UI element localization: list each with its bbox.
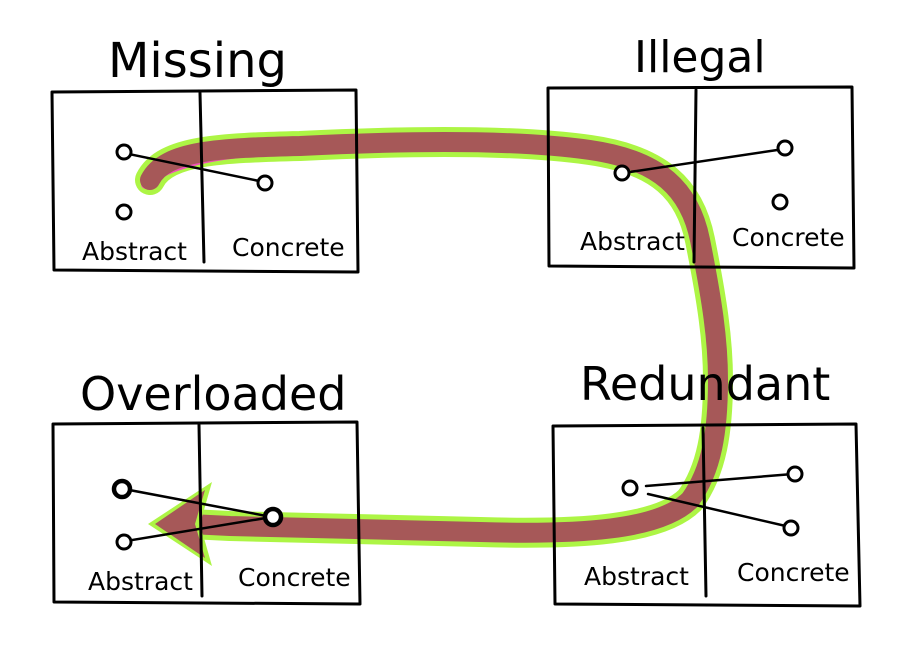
mapping-line — [122, 487, 274, 519]
panel-divider — [197, 423, 204, 598]
concrete-node — [256, 174, 274, 192]
panel-title: Overloaded — [80, 367, 346, 421]
mapping-line — [621, 147, 786, 175]
abstract-label: Abstract — [580, 227, 685, 256]
mapping-line — [646, 492, 792, 529]
abstract-node — [613, 164, 631, 182]
panel-title: Missing — [108, 33, 287, 89]
abstract-node — [115, 143, 133, 161]
abstract-node — [111, 478, 133, 500]
mapping-line — [124, 515, 274, 543]
concrete-node — [776, 139, 794, 157]
flow-arrow-body — [140, 131, 728, 543]
concrete-node-unmapped — [771, 193, 789, 211]
panel-overloaded: Overloaded Abstract Concrete — [51, 367, 362, 606]
mapping-line — [122, 151, 266, 184]
concrete-label: Concrete — [732, 223, 845, 252]
panel-frame — [551, 422, 862, 608]
panel-frame — [51, 420, 362, 606]
concrete-node — [782, 519, 800, 537]
panel-frame — [50, 88, 360, 274]
panel-divider — [701, 426, 708, 598]
abstract-node — [621, 479, 639, 497]
panel-title: Redundant — [580, 357, 830, 411]
concrete-node — [262, 506, 284, 528]
concrete-label: Concrete — [232, 233, 345, 262]
concrete-label: Concrete — [737, 558, 850, 587]
panel-divider — [692, 88, 698, 264]
panel-frame — [546, 85, 856, 270]
panel-missing: Missing Abstract Concrete — [50, 33, 360, 274]
abstract-label: Abstract — [584, 562, 689, 591]
abstract-node-unmapped — [115, 203, 133, 221]
panel-title: Illegal — [634, 32, 766, 83]
concrete-node — [786, 465, 804, 483]
abstract-label: Abstract — [82, 237, 187, 266]
abstract-label: Abstract — [88, 567, 193, 596]
flow-arrow — [135, 126, 733, 566]
concrete-label: Concrete — [238, 563, 351, 592]
panel-illegal: Illegal Abstract Concrete — [546, 32, 856, 270]
panel-divider — [198, 91, 206, 264]
flow-arrow-head — [155, 490, 205, 558]
mapping-line — [644, 472, 795, 488]
abstract-node — [115, 533, 133, 551]
panel-redundant: Redundant Abstract Concrete — [551, 357, 862, 608]
flow-arrow-glow — [135, 126, 733, 548]
